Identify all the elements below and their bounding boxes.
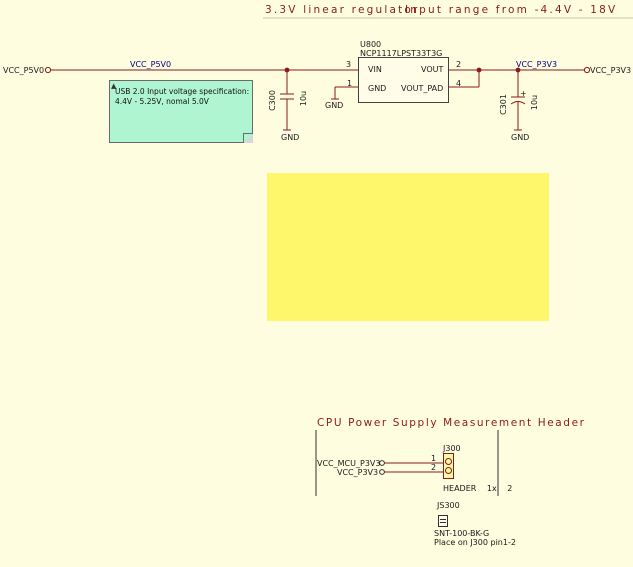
header-ref: J300 [443, 444, 461, 453]
jumper-line-top [440, 519, 446, 520]
header-pin-1-pad [445, 458, 452, 465]
header-pin-2-pad [445, 467, 452, 474]
section-title-overlap: Input range from -4.4V - 18V [405, 4, 618, 16]
header-pin-1: 1 [431, 454, 437, 463]
highlight-area [267, 173, 549, 321]
section-title: 3.3V linear regulator [265, 4, 420, 16]
c301-value: 10u [530, 94, 540, 111]
header-description: HEADER 1x 2 [443, 484, 513, 493]
header-pin-2: 2 [431, 463, 437, 472]
u800-pin-2: 2 [456, 60, 462, 69]
junction-vout [476, 67, 482, 73]
port-vcc-p3v3[interactable] [583, 66, 591, 74]
jumper-part: SNT-100-BK-G [434, 529, 490, 538]
c301-plate-curved [510, 101, 526, 105]
usb-spec-note[interactable]: ▲ USB 2.0 Input voltage specification: 4… [109, 80, 253, 143]
jumper-line-bottom [440, 522, 446, 523]
port-label-vcc-p3v3: VCC_P3V3 [590, 66, 632, 75]
header-j300-body[interactable] [443, 453, 454, 479]
jumper-ref: JS300 [437, 501, 460, 510]
gnd-label-u800: GND [325, 101, 344, 110]
port-vcc-mcu-p3v3[interactable] [379, 460, 385, 466]
port-header-vcc-p3v3[interactable] [379, 469, 385, 475]
measurement-title: CPU Power Supply Measurement Header [317, 417, 586, 429]
note-line-1: USB 2.0 Input voltage specification: [115, 87, 250, 96]
u800-pin-gnd: GND [368, 84, 387, 93]
net-label-vcc-mcu-p3v3: VCC_MCU_P3V3 [317, 459, 381, 468]
c300-ref: C300 [267, 90, 277, 111]
net-label-vcc-p3v3: VCC_P3V3 [516, 60, 558, 69]
jumper-js300-symbol[interactable] [438, 515, 448, 527]
u800-pin-1: 1 [347, 79, 353, 88]
jumper-placement-note: Place on J300 pin1-2 [434, 538, 516, 547]
u800-pin-3: 3 [346, 60, 352, 69]
net-label-header-vcc-p3v3: VCC_P3V3 [337, 468, 379, 477]
u800-pin-vin: VIN [368, 65, 382, 74]
note-fold-corner [243, 133, 253, 143]
gnd-label-c301: GND [511, 133, 530, 142]
u800-part: NCP1117LPST33T3G [360, 49, 443, 58]
u800-pin-vout-pad: VOUT_PAD [401, 84, 444, 93]
note-line-2: 4.4V - 5.25V, nomal 5.0V [115, 97, 209, 106]
c300-value: 10u [299, 90, 309, 107]
net-label-vcc-p5v0: VCC_P5V0 [130, 60, 172, 69]
port-vcc-p5v0[interactable] [44, 66, 52, 74]
u800-pin-vout: VOUT [421, 65, 444, 74]
u800-pin-4: 4 [456, 79, 462, 88]
c301-polarity: + [520, 89, 527, 98]
port-label-vcc-p5v0: VCC_P5V0 [3, 66, 45, 75]
u800-body[interactable] [358, 57, 449, 103]
gnd-label-c300: GND [281, 133, 300, 142]
note-anchor-icon: ▲ [111, 82, 117, 90]
c301-ref: C301 [498, 94, 508, 115]
u800-ref: U800 [360, 40, 382, 49]
